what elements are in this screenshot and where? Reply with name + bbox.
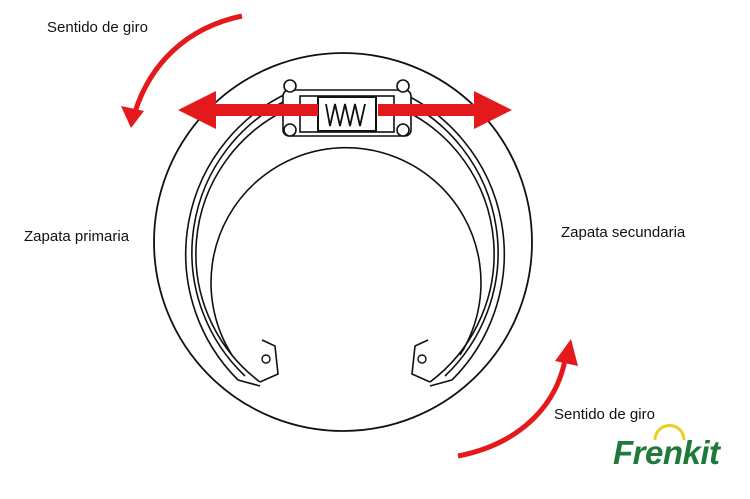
secondary-shoe-label: Zapata secundaria [561,224,686,241]
wheel-cylinder [282,79,412,137]
primary-shoe-pin [261,354,271,364]
rotation-direction-label-top: Sentido de giro [47,19,148,36]
secondary-shoe-pin [417,354,427,364]
secondary-shoe [399,91,506,387]
hub-arc [210,146,482,356]
primary-shoe [184,91,291,387]
backing-plate-outline [153,52,533,432]
push-arrow-left [178,91,318,129]
push-arrow-right [378,91,512,129]
rotation-arrow-bottom [457,339,578,459]
primary-shoe-label: Zapata primaria [24,228,130,245]
logo-accent-arc [653,424,686,441]
rotation-direction-label-bottom: Sentido de giro [554,406,655,423]
rotation-arrow-top [121,13,243,128]
frenkit-logo: Frenkit [613,434,720,471]
